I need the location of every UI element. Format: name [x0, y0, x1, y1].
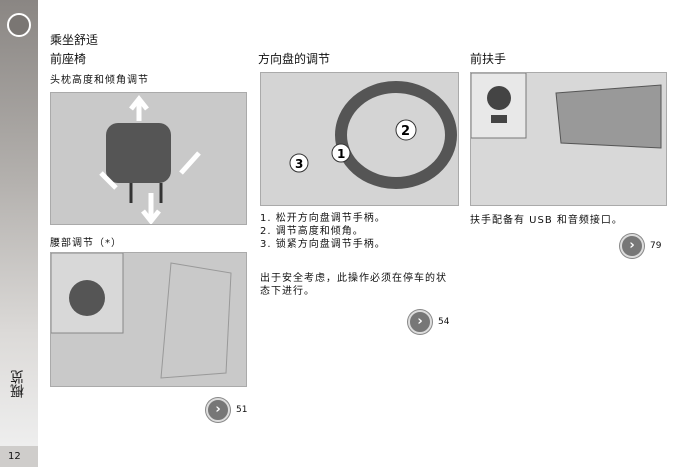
reference-page: 54	[438, 317, 450, 327]
heading-front-seats: 前座椅	[50, 52, 87, 66]
heading-armrest: 前扶手	[470, 52, 507, 66]
reference-link-54[interactable]: › 54	[408, 310, 449, 334]
lumbar-illustration	[50, 252, 247, 387]
step-1: 1. 松开方向盘调节手柄。	[260, 213, 386, 224]
label-3: 3	[295, 157, 303, 171]
heading-steering: 方向盘的调节	[258, 52, 331, 66]
page-title: 乘坐舒适	[50, 33, 99, 47]
subheading-lumbar: 腰部调节（*）	[50, 238, 122, 249]
label-1: 1	[337, 147, 345, 161]
page-number: 12	[0, 446, 38, 467]
arrow-right-icon: ›	[206, 398, 230, 422]
section-label: 概览	[10, 370, 26, 398]
reference-link-51[interactable]: › 51	[206, 398, 247, 422]
circle-icon	[7, 13, 31, 37]
arrow-right-icon: ›	[620, 234, 644, 258]
step-3: 3. 锁紧方向盘调节手柄。	[260, 239, 386, 250]
steering-illustration: 1 2 3	[260, 72, 459, 206]
armrest-illustration	[470, 72, 667, 206]
step-2: 2. 调节高度和倾角。	[260, 226, 364, 237]
subheading-headrest: 头枕高度和倾角调节	[50, 75, 149, 86]
reference-link-79[interactable]: › 79	[620, 234, 661, 258]
sidebar	[0, 0, 38, 446]
arrow-right-icon: ›	[408, 310, 432, 334]
reference-page: 51	[236, 405, 248, 415]
safety-note-line2: 态下进行。	[260, 286, 315, 297]
safety-note-line1: 出于安全考虑，此操作必须在停车的状	[260, 273, 447, 284]
headrest-illustration	[50, 92, 247, 225]
reference-page: 79	[650, 241, 662, 251]
armrest-text: 扶手配备有 USB 和音频接口。	[470, 215, 623, 226]
label-2: 2	[401, 124, 410, 139]
